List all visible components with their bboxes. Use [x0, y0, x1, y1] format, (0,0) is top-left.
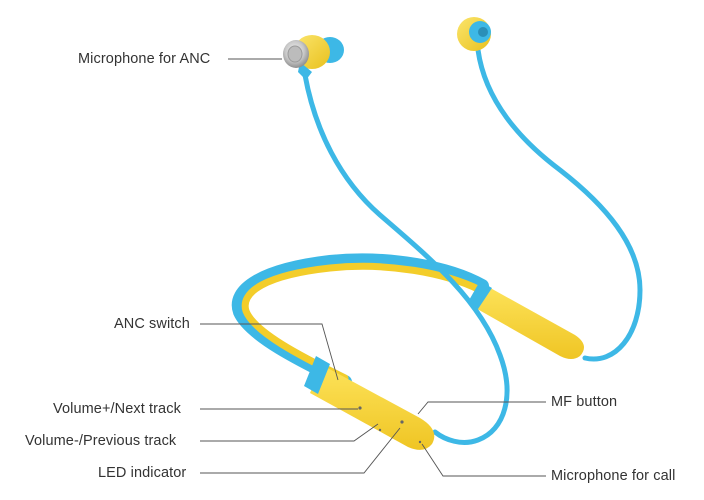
leader-lines: [200, 58, 546, 477]
label-microphone-call: Microphone for call: [551, 468, 676, 484]
label-volume-up-next-track: Volume+/Next track: [53, 401, 181, 417]
label-led-indicator: LED indicator: [98, 465, 187, 481]
right-earbud-cable: [475, 47, 643, 362]
label-microphone-anc: Microphone for ANC: [78, 51, 211, 67]
right-control-pod: [468, 281, 584, 359]
left-control-pod: [304, 356, 435, 450]
neckband: [231, 253, 489, 389]
label-anc-switch: ANC switch: [114, 316, 190, 332]
leader-volume-down: [200, 423, 379, 442]
label-mf-button: MF button: [551, 394, 618, 410]
leader-mic-call: [421, 443, 546, 477]
leader-mf-button: [417, 401, 546, 415]
leader-led: [200, 427, 401, 474]
left-earbud: [283, 35, 344, 80]
left-earbud-cable: [302, 72, 510, 445]
right-earbud: [457, 17, 491, 51]
label-volume-down-previous-track: Volume-/Previous track: [25, 433, 177, 449]
leader-anc-switch: [200, 323, 339, 381]
